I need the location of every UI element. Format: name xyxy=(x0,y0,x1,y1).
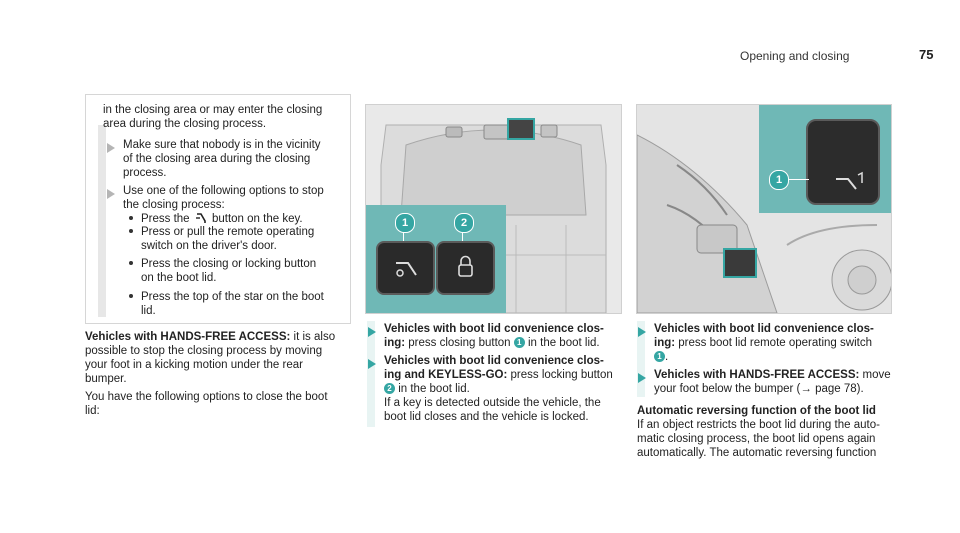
boot-lid-key-icon xyxy=(195,213,206,223)
col2-step2-line-3: 2 in the boot lid. xyxy=(384,383,470,397)
inline-callout-1: 1 xyxy=(654,351,665,362)
option2-text: Press or pull the remote operating xyxy=(141,226,315,238)
hands-free-line-1: Vehicles with HANDS-FREE ACCESS: it is a… xyxy=(85,331,335,345)
options-line-1: You have the following options to close … xyxy=(85,391,328,403)
page-number: 75 xyxy=(919,47,934,62)
option3-line-2: on the boot lid. xyxy=(141,272,217,284)
closing-button xyxy=(376,241,435,295)
hands-free-label: Vehicles with HANDS-FREE ACCESS: xyxy=(85,331,291,343)
col2-step2-line-2: ing and KEYLESS-GO: press locking button xyxy=(384,369,613,383)
option1-text-post: button on the key. xyxy=(211,213,303,225)
bullet-icon xyxy=(129,294,133,298)
info-box-bar xyxy=(98,125,106,317)
callout-1: 1 xyxy=(769,170,789,190)
step1-line-1: Make sure that nobody is in the vicinity xyxy=(123,139,321,151)
col2-step1-bold-1: Vehicles with boot lid convenience clos- xyxy=(384,323,604,335)
step-arrow-icon xyxy=(638,327,646,337)
step-arrow-icon xyxy=(107,143,115,153)
option3-line-1: Press the closing or locking button xyxy=(129,258,316,272)
step2-line-1: Use one of the following options to stop xyxy=(123,185,324,197)
callout-1: 1 xyxy=(395,213,415,233)
step2-line-2: the closing process: xyxy=(123,199,225,211)
callout-line xyxy=(462,225,463,241)
option4-line-2: lid. xyxy=(141,305,156,317)
para-line-1: If an object restricts the boot lid duri… xyxy=(637,419,880,431)
option1-text-pre: Press the xyxy=(141,213,190,225)
col2-step1-bold-2: ing: xyxy=(384,337,406,349)
step-arrow-icon xyxy=(107,189,115,199)
col2-step1-end: in the boot lid. xyxy=(527,337,600,349)
col2-step2-rest: press locking button xyxy=(510,369,613,381)
lock-icon xyxy=(458,255,473,277)
col3-step1-line-2: ing: press boot lid remote operating swi… xyxy=(654,337,872,351)
bullet-icon xyxy=(129,261,133,265)
col2-step2-line3-text: in the boot lid. xyxy=(398,383,470,395)
col2-step2-bold-1: Vehicles with boot lid convenience clos- xyxy=(384,355,604,367)
step1-line-3: process. xyxy=(123,167,167,179)
driver-door-switch-image: 1 xyxy=(636,104,892,314)
options-line-2: lid: xyxy=(85,405,100,417)
warning-info-box xyxy=(85,94,351,324)
inline-callout-2: 2 xyxy=(384,383,395,394)
bullet-icon xyxy=(129,216,133,220)
col3-step1-rest: press boot lid remote operating switch xyxy=(678,337,872,349)
callout-2: 2 xyxy=(454,213,474,233)
option2-line-1: Press or pull the remote operating xyxy=(129,226,314,240)
para-line-2: matic closing process, the boot lid open… xyxy=(637,433,876,445)
callout-line xyxy=(787,179,809,180)
boot-close-icon xyxy=(396,262,417,277)
remote-operating-switch xyxy=(806,119,880,205)
zoom-panel xyxy=(366,205,506,313)
switch-location-highlight xyxy=(723,248,757,278)
col2-step1-line-2: ing: press closing button 1 in the boot … xyxy=(384,337,600,351)
col3-step2-line-2: your foot below the bumper (→ page 78). xyxy=(654,383,864,395)
step1-line-2: of the closing area during the closing xyxy=(123,153,311,165)
button-location-highlight xyxy=(507,118,535,140)
hands-free-line-2: possible to stop the closing process by … xyxy=(85,345,323,357)
boot-lid-buttons-image: 1 2 xyxy=(365,104,622,314)
intro-line-2: area during the closing process. xyxy=(103,118,267,130)
col3-step1-bold-1: Vehicles with boot lid convenience clos- xyxy=(654,323,874,335)
step-bar xyxy=(367,321,375,427)
col2-step1-rest: press closing button xyxy=(408,337,511,349)
hands-free-line-3: your foot in a kicking motion under the … xyxy=(85,359,303,371)
boot-lid-switch-icon xyxy=(836,171,863,190)
option2-line-2: switch on the driver's door. xyxy=(141,240,277,252)
col3-step1-line-3: 1. xyxy=(654,351,668,365)
bullet-icon xyxy=(129,229,133,233)
col3-step2-line-1: Vehicles with HANDS-FREE ACCESS: move xyxy=(654,369,891,383)
section-heading: Automatic reversing function of the boot… xyxy=(637,405,876,417)
col3-step2-rest: move xyxy=(862,369,891,381)
zoom-panel xyxy=(759,105,891,213)
col3-step1-end: . xyxy=(665,351,669,363)
step-arrow-icon xyxy=(368,359,376,369)
hands-free-rest: it is also xyxy=(293,331,336,343)
callout-line xyxy=(403,225,404,241)
step-arrow-icon xyxy=(368,327,376,337)
step-bar xyxy=(637,321,645,397)
hands-free-line-4: bumper. xyxy=(85,373,127,385)
col3-step2-bold: Vehicles with HANDS-FREE ACCESS: xyxy=(654,369,860,381)
para-line-3: automatically. The automatic reversing f… xyxy=(637,447,877,459)
intro-line-1: in the closing area or may enter the clo… xyxy=(103,104,323,116)
locking-button xyxy=(436,241,495,295)
col2-step2-line-5: boot lid closes and the vehicle is locke… xyxy=(384,411,589,423)
option4-line-1: Press the top of the star on the boot xyxy=(129,291,324,305)
col2-step2-line-4: If a key is detected outside the vehicle… xyxy=(384,397,601,409)
option-press-key-button: Press the button on the key. xyxy=(129,212,303,227)
col3-step1-bold-2: ing: xyxy=(654,337,676,349)
step-arrow-icon xyxy=(638,373,646,383)
col2-step2-bold-2: ing and KEYLESS-GO: xyxy=(384,369,508,381)
option4-text: Press the top of the star on the boot xyxy=(141,291,324,303)
running-header-title: Opening and closing xyxy=(740,49,850,63)
option3-text: Press the closing or locking button xyxy=(141,258,317,270)
inline-callout-1: 1 xyxy=(513,337,525,348)
